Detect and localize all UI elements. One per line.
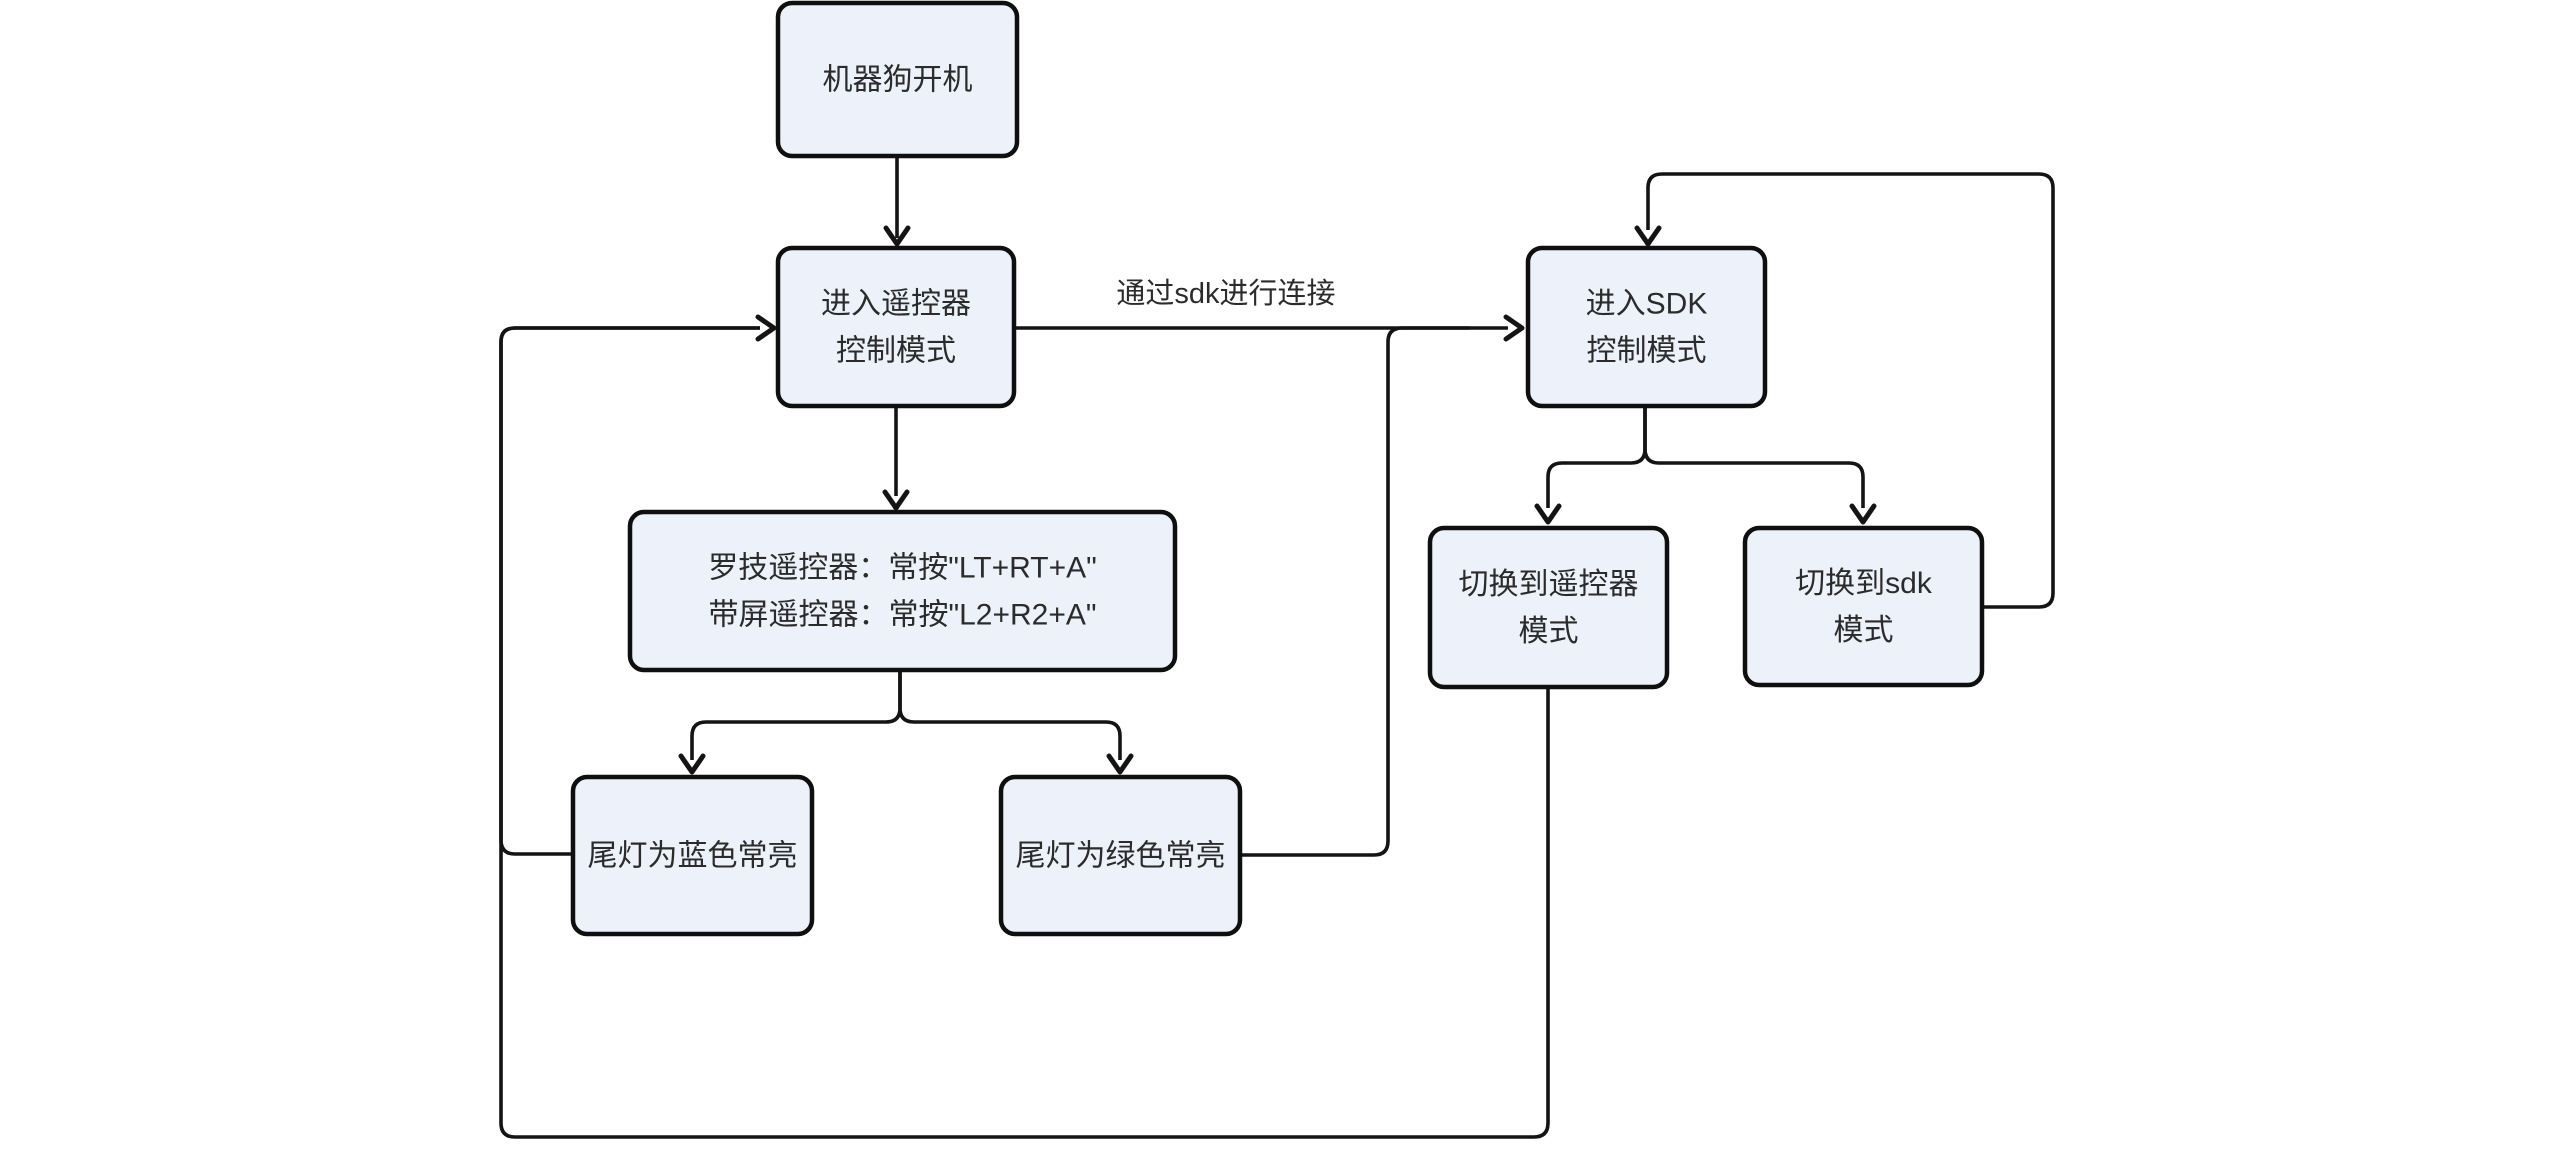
arrowhead-hold-to-green xyxy=(1106,753,1134,775)
node-rect-power-on xyxy=(775,0,1020,159)
arrowhead-sdk-to-switchsdk xyxy=(1849,503,1877,525)
arrowhead-power-to-remote xyxy=(883,225,911,247)
node-rect-switch-sdk xyxy=(1742,525,1985,688)
arrowhead-remote-to-hold xyxy=(882,489,910,511)
node-label-sdk-mode-line2: 控制模式 xyxy=(1587,335,1707,368)
node-label-remote-mode-line1: 进入遥控器 xyxy=(821,288,971,321)
node-label-switch-remote-line1: 切换到遥控器 xyxy=(1459,568,1639,601)
node-rect-tail-blue xyxy=(570,774,815,937)
node-rect-switch-remote xyxy=(1427,525,1670,690)
node-label-power-on-line1: 机器狗开机 xyxy=(823,64,973,97)
node-hold-buttons: 罗技遥控器：常按"LT+RT+A" 带屏遥控器：常按"L2+R2+A" xyxy=(627,509,1178,673)
node-sdk-mode: 进入SDK 控制模式 xyxy=(1525,245,1768,409)
node-rect-tail-green xyxy=(998,774,1243,937)
node-switch-sdk: 切换到sdk 模式 xyxy=(1742,525,1985,688)
node-label-hold-buttons-line1: 罗技遥控器：常按"LT+RT+A" xyxy=(708,552,1097,585)
node-tail-blue: 尾灯为蓝色常亮 xyxy=(570,774,815,937)
edge-switchremote-loop xyxy=(499,326,1550,1139)
node-label-switch-sdk-line1: 切换到sdk xyxy=(1795,567,1933,600)
node-rect-remote-mode xyxy=(775,245,1017,409)
edge-sdk-to-switchsdk xyxy=(1643,406,1865,508)
node-label-switch-remote-line2: 模式 xyxy=(1519,615,1579,648)
edge-hold-to-blue xyxy=(690,670,902,760)
node-label-remote-mode-line2: 控制模式 xyxy=(836,335,956,368)
node-label-hold-buttons-line2: 带屏遥控器：常按"L2+R2+A" xyxy=(708,599,1096,632)
edge-sdk-to-switchremote xyxy=(1546,406,1647,508)
node-label-tail-blue-line1: 尾灯为蓝色常亮 xyxy=(588,840,798,873)
edge-hold-to-green xyxy=(898,670,1122,760)
arrowhead-sdk-to-switchremote xyxy=(1534,503,1562,525)
edge-green-merge-to-sdk xyxy=(1240,326,1470,857)
arrowhead-hold-to-blue xyxy=(678,753,706,775)
arrowhead-blue-back-to-remote xyxy=(755,314,777,342)
arrowhead-remote-to-sdk xyxy=(1503,314,1525,342)
node-rect-hold-buttons xyxy=(627,509,1178,673)
node-label-switch-sdk-line2: 模式 xyxy=(1834,614,1894,647)
node-label-tail-green-line1: 尾灯为绿色常亮 xyxy=(1016,840,1226,873)
node-tail-green: 尾灯为绿色常亮 xyxy=(998,774,1243,937)
edge-label-connect-via-sdk: 通过sdk进行连接 xyxy=(1116,277,1335,310)
edge-switchsdk-loop xyxy=(1646,172,2055,609)
arrowhead-switchsdk-loop xyxy=(1634,225,1662,247)
node-rect-sdk-mode xyxy=(1525,245,1768,409)
node-power-on: 机器狗开机 xyxy=(775,0,1020,159)
node-label-sdk-mode-line1: 进入SDK xyxy=(1586,288,1708,321)
